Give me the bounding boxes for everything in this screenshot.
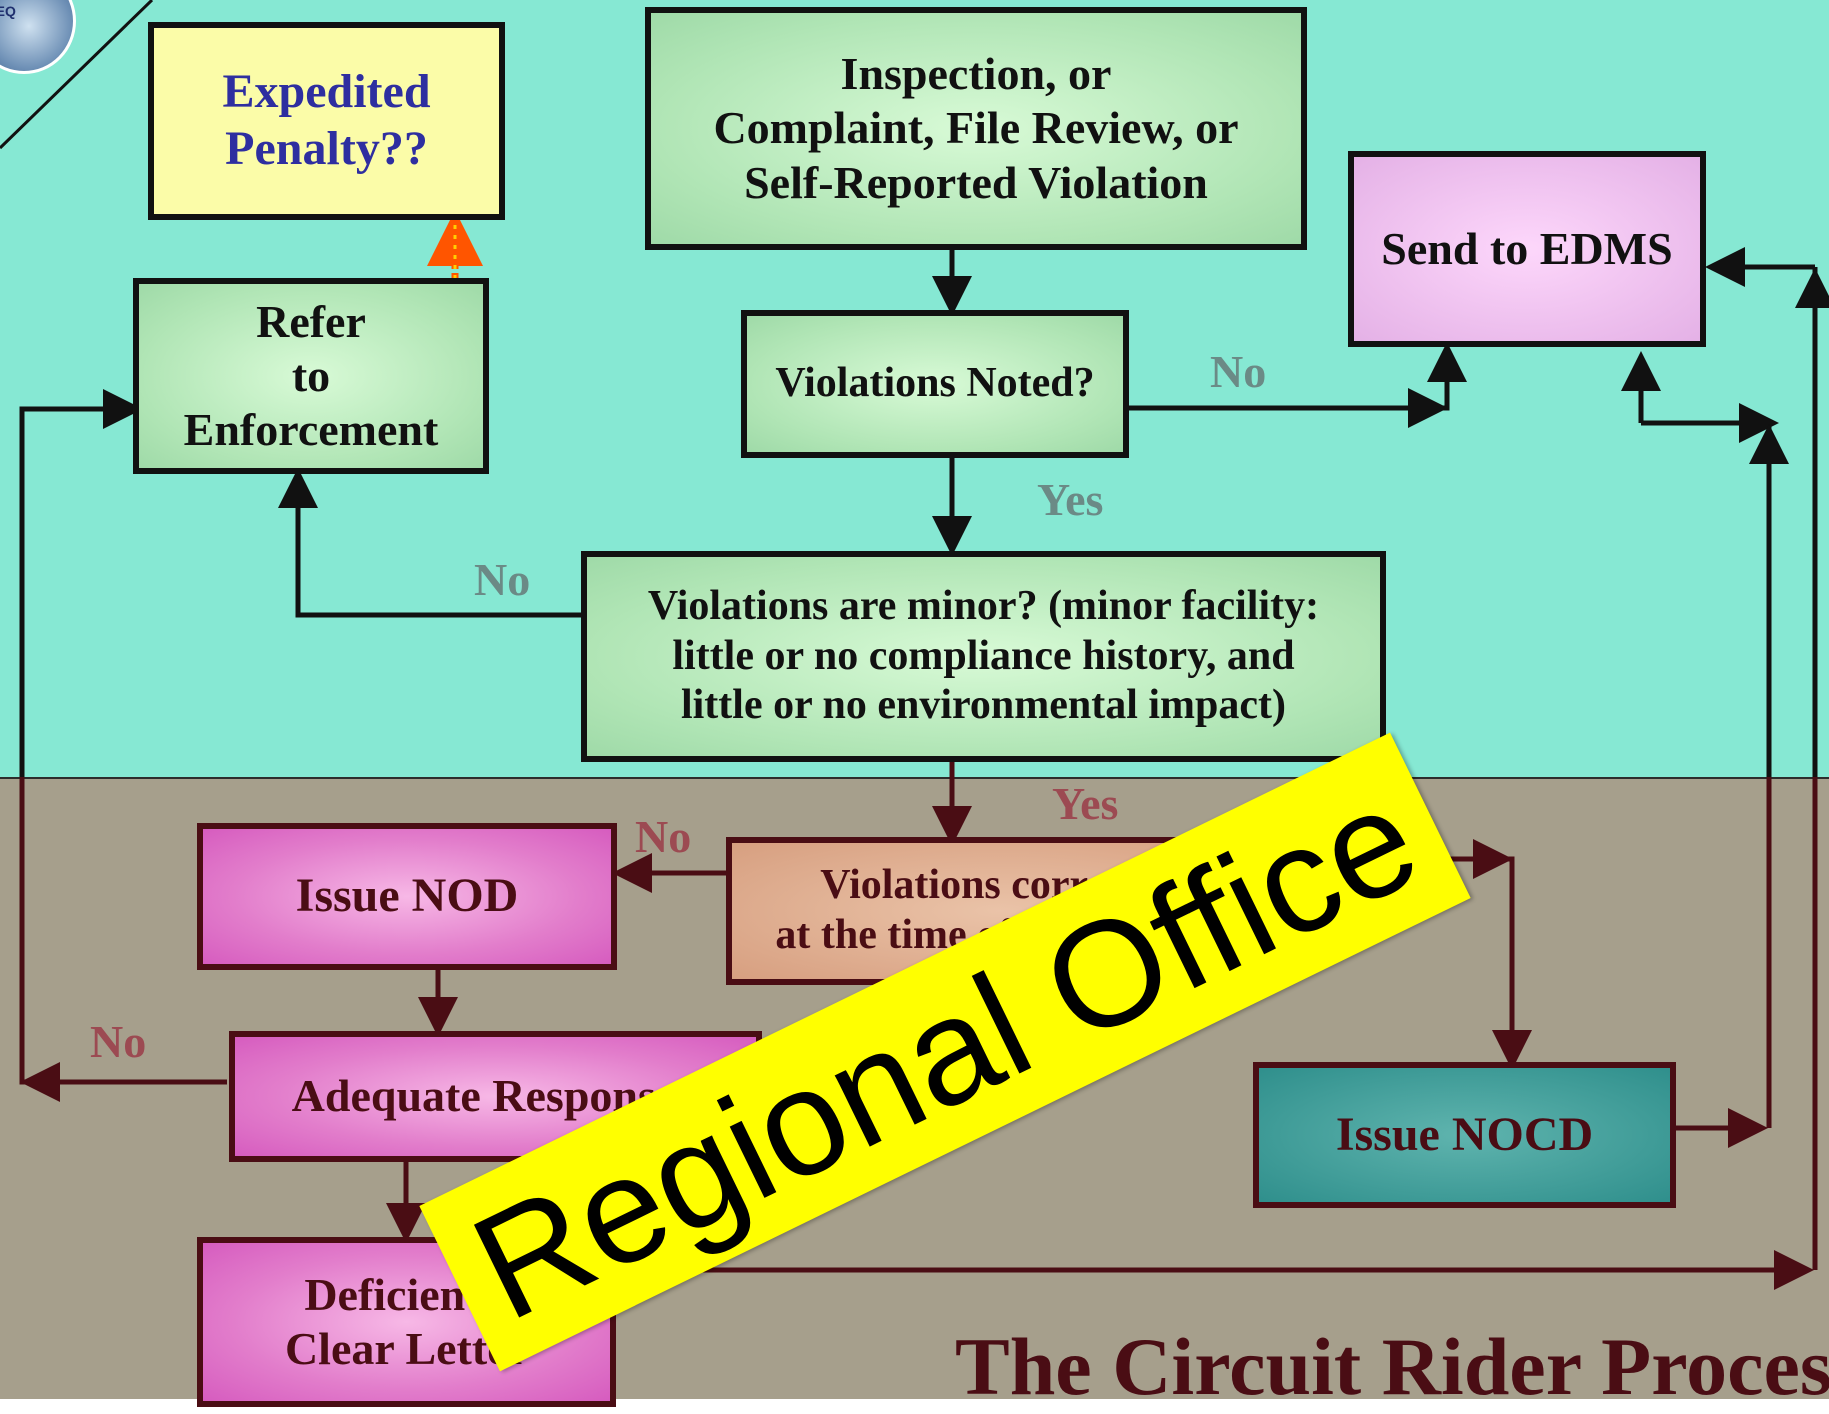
issue-nod-box: Issue NOD <box>197 823 617 970</box>
violations-noted-box: Violations Noted? <box>741 310 1129 458</box>
label-minor-no: No <box>474 554 531 605</box>
send-to-edms-box: Send to EDMS <box>1348 151 1706 347</box>
label-adequate-no: No <box>90 1016 147 1067</box>
label-corrected-no: No <box>635 811 692 862</box>
arrow-noted-to-edms <box>1128 342 1467 411</box>
arrow-minor-to-refer <box>278 468 584 618</box>
logo-text: LDEQ <box>0 3 16 19</box>
expedited-penalty-box: Expedited Penalty?? <box>148 22 505 220</box>
label-noted-yes: Yes <box>1037 474 1104 525</box>
corner-slash <box>0 0 154 150</box>
refer-to-enforcement-box: Refer to Enforcement <box>133 278 489 474</box>
inspection-box: Inspection, or Complaint, File Review, o… <box>645 7 1307 250</box>
label-noted-no: No <box>1210 346 1267 397</box>
issue-nocd-box: Issue NOCD <box>1253 1062 1676 1208</box>
slide-title: The Circuit Rider Process <box>955 1321 1829 1412</box>
violations-minor-box: Violations are minor? (minor facility: l… <box>581 551 1386 762</box>
arrow-left-loop-top <box>19 389 143 777</box>
label-minor-yes: Yes <box>1052 778 1119 829</box>
